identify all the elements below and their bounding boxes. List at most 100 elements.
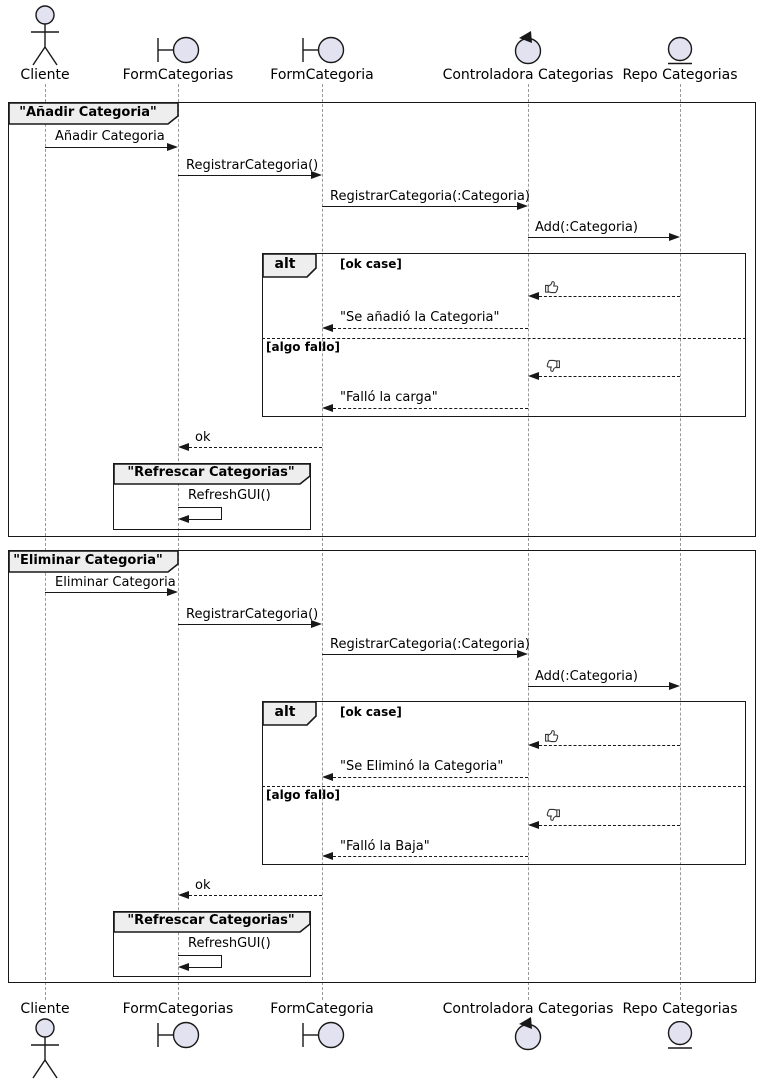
guard-label: [ok case] (340, 705, 402, 719)
message-line (45, 147, 168, 148)
lifeline-controladora (527, 84, 529, 1000)
arrowhead (528, 292, 539, 300)
alt-label: alt (274, 704, 296, 720)
alt-divider (262, 338, 746, 339)
self-message-line (221, 955, 222, 968)
return-line (333, 856, 528, 857)
arrowhead (167, 588, 178, 596)
lifeline-formcategorias (177, 84, 179, 1000)
participant-label-repo: Repo Categorias (622, 67, 738, 83)
entity-icon (667, 1021, 693, 1049)
message-label: Add(:Categoria) (535, 220, 638, 235)
message-label: "Falló la Baja" (340, 839, 430, 854)
alt-divider (262, 786, 746, 787)
message-label: ok (195, 878, 211, 893)
boundary-icon (157, 1021, 200, 1049)
alt-tab (262, 253, 317, 278)
subframe-title-tab (113, 911, 311, 933)
self-message-line (178, 507, 222, 508)
arrowhead (178, 891, 189, 899)
frame-border (8, 102, 756, 537)
message-label: RefreshGUI() (188, 488, 271, 503)
participant-label-formcategoria: FormCategoria (270, 67, 374, 83)
arrowhead (167, 143, 178, 151)
frame-title: "Añadir Categoria" (19, 105, 157, 120)
message-line (322, 654, 517, 655)
participant-label-cliente: Cliente (20, 67, 70, 83)
frame-title: "Eliminar Categoria" (13, 553, 163, 568)
control-icon (514, 1017, 542, 1051)
message-label: RegistrarCategoria(:Categoria) (330, 189, 530, 204)
return-line (189, 895, 322, 896)
actor-icon (31, 1018, 59, 1079)
return-line (333, 408, 528, 409)
arrowhead (669, 233, 680, 241)
thumbs-down-icon (546, 359, 560, 372)
lifeline-formcategoria (321, 84, 323, 1000)
arrowhead (178, 963, 189, 971)
message-label: Add(:Categoria) (535, 669, 638, 684)
self-message-line (189, 519, 222, 520)
thumbs-up-icon (545, 281, 559, 294)
arrowhead (322, 773, 333, 781)
subframe-title: "Refrescar Categorias" (127, 913, 295, 928)
arrowhead (517, 650, 528, 658)
alt-label: alt (274, 256, 296, 272)
actor-icon (31, 5, 59, 66)
alt-fragment (262, 253, 746, 417)
entity-icon (667, 36, 693, 65)
message-label: "Se Eliminó la Categoria" (340, 759, 504, 774)
return-line (539, 296, 680, 297)
arrowhead (517, 202, 528, 210)
frame-border (8, 550, 756, 983)
message-label: RegistrarCategoria(:Categoria) (330, 637, 530, 652)
arrowhead (311, 171, 322, 179)
self-message-line (221, 507, 222, 520)
arrowhead (311, 620, 322, 628)
thumbs-up-icon (545, 730, 559, 743)
arrowhead (528, 741, 539, 749)
return-line (333, 777, 528, 778)
participant-label-formcategorias: FormCategorias (122, 1001, 234, 1017)
arrowhead (178, 443, 189, 451)
arrowhead (669, 682, 680, 690)
arrowhead (322, 324, 333, 332)
self-message-line (178, 955, 222, 956)
message-line (45, 592, 168, 593)
frame-title-tab (8, 550, 179, 573)
message-line (178, 175, 311, 176)
message-label: "Se añadió la Categoria" (340, 310, 500, 325)
thumbs-down-icon (546, 808, 560, 821)
alt-fragment (262, 701, 746, 865)
message-label: "Falló la carga" (340, 390, 438, 405)
message-line (322, 206, 517, 207)
return-line (333, 328, 528, 329)
message-label: Eliminar Categoria (55, 575, 176, 590)
lifeline-cliente (44, 84, 46, 1000)
message-label: Añadir Categoria (55, 129, 165, 144)
guard-label: [ok case] (340, 257, 402, 271)
participant-label-controladora: Controladora Categorias (442, 1001, 614, 1017)
message-label: RegistrarCategoria() (186, 607, 319, 622)
participant-label-controladora: Controladora Categorias (442, 67, 614, 83)
arrowhead (322, 852, 333, 860)
subframe-title-tab (113, 463, 311, 485)
participant-label-formcategorias: FormCategorias (122, 67, 234, 83)
participant-label-repo: Repo Categorias (622, 1001, 738, 1017)
return-line (189, 447, 322, 448)
message-label: RefreshGUI() (188, 936, 271, 951)
arrowhead (528, 372, 539, 380)
participant-label-cliente: Cliente (20, 1001, 70, 1017)
frame-title-tab (8, 102, 179, 125)
message-label: RegistrarCategoria() (186, 158, 319, 173)
return-line (539, 376, 680, 377)
boundary-icon (302, 36, 345, 64)
message-label: ok (195, 430, 211, 445)
participant-label-formcategoria: FormCategoria (270, 1001, 374, 1017)
message-line (178, 624, 311, 625)
message-line (528, 237, 669, 238)
guard-label: [algo fallo] (266, 340, 340, 354)
control-icon (514, 31, 542, 65)
subframe-title: "Refrescar Categorias" (127, 465, 295, 480)
